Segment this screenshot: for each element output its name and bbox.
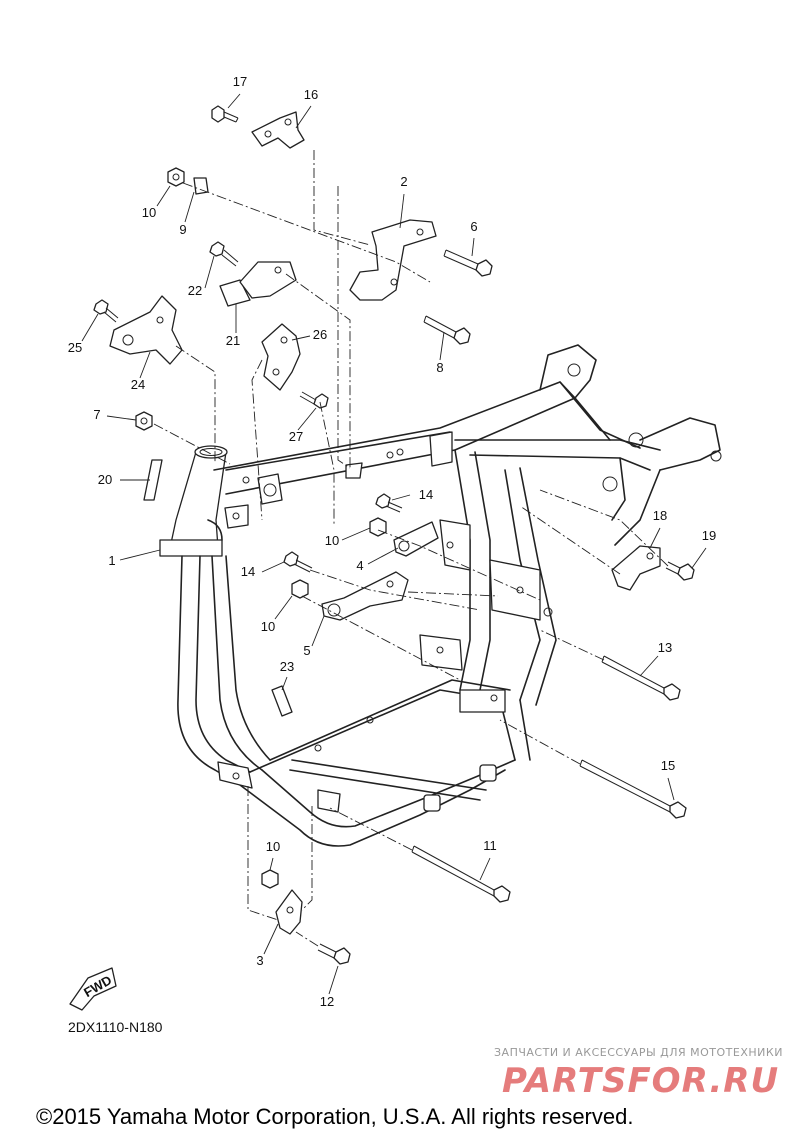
callout-19: 19 bbox=[702, 528, 716, 543]
callout-13: 13 bbox=[658, 640, 672, 655]
callout-10: 10 bbox=[261, 619, 275, 634]
callout-3: 3 bbox=[256, 953, 263, 968]
callout-7: 7 bbox=[93, 407, 100, 422]
callout-27: 27 bbox=[289, 429, 303, 444]
callout-18: 18 bbox=[653, 508, 667, 523]
callout-14: 14 bbox=[241, 564, 255, 579]
callout-23: 23 bbox=[280, 659, 294, 674]
callout-5: 5 bbox=[303, 643, 310, 658]
callout-21: 21 bbox=[226, 333, 240, 348]
callout-11: 11 bbox=[483, 838, 497, 853]
callout-6: 6 bbox=[470, 219, 477, 234]
callout-1: 1 bbox=[108, 553, 115, 568]
callout-10: 10 bbox=[142, 205, 156, 220]
callout-10: 10 bbox=[266, 839, 280, 854]
motorcycle-frame bbox=[159, 344, 722, 847]
leader-lines bbox=[81, 93, 707, 995]
callout-24: 24 bbox=[131, 377, 145, 392]
callout-20: 20 bbox=[98, 472, 112, 487]
callout-17: 17 bbox=[233, 74, 247, 89]
callout-14: 14 bbox=[419, 487, 433, 502]
callout-4: 4 bbox=[356, 558, 363, 573]
callout-22: 22 bbox=[188, 283, 202, 298]
watermark-brand: PARTSFOR.RU bbox=[502, 1061, 779, 1101]
fwd-arrow-icon: FWD bbox=[69, 967, 117, 1011]
callout-16: 16 bbox=[304, 87, 318, 102]
callout-26: 26 bbox=[313, 327, 327, 342]
callout-9: 9 bbox=[179, 222, 186, 237]
callout-12: 12 bbox=[320, 994, 334, 1009]
diagram-code: 2DX1110-N180 bbox=[68, 1019, 163, 1035]
callout-10: 10 bbox=[325, 533, 339, 548]
assembly-lines bbox=[153, 150, 669, 947]
copyright-text: ©2015 Yamaha Motor Corporation, U.S.A. A… bbox=[36, 1104, 633, 1129]
watermark-tagline: ЗАПЧАСТИ И АКСЕССУАРЫ ДЛЯ МОТОТЕХНИКИ bbox=[494, 1046, 783, 1059]
callout-25: 25 bbox=[68, 340, 82, 355]
callout-8: 8 bbox=[436, 360, 443, 375]
callout-2: 2 bbox=[400, 174, 407, 189]
loose-parts bbox=[93, 105, 695, 965]
callout-15: 15 bbox=[661, 758, 675, 773]
watermark: ЗАПЧАСТИ И АКСЕССУАРЫ ДЛЯ МОТОТЕХНИКИ PA… bbox=[494, 1046, 783, 1101]
